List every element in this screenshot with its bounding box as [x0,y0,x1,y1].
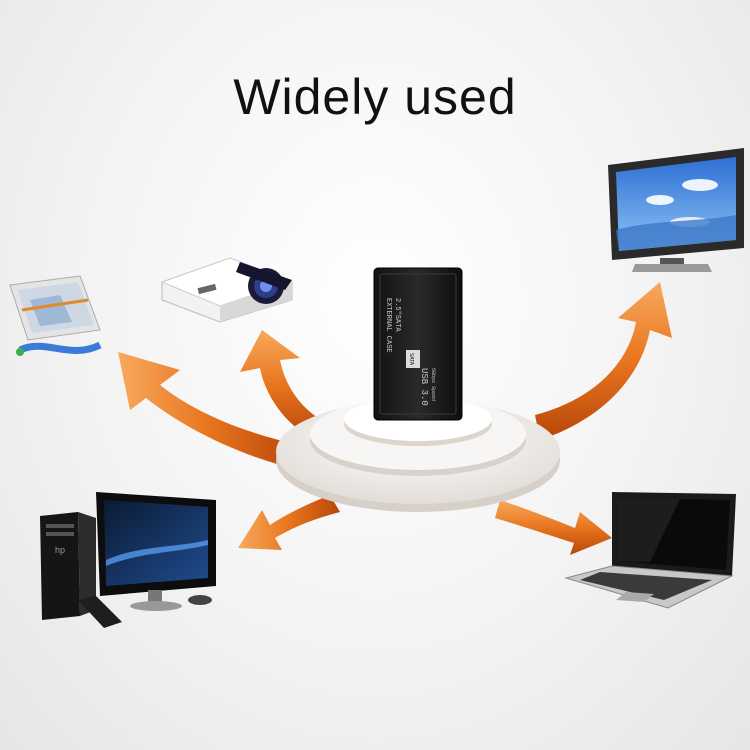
sata-badge-text: SATA [408,353,414,366]
enclosure-label-line2: EXTERNAL CASE [384,298,392,353]
arrow-to-desktop [238,495,340,550]
hdd-enclosure: 2.5"SATA EXTERNAL CASE SATA USB 3.0 5Gbp… [373,267,463,421]
arrow-to-tablet [118,352,300,470]
page-title: Widely used [233,69,517,125]
enclosure-label-line1: 2.5"SATA [393,298,401,332]
tablet-gps-icon [9,275,102,356]
pc-brand: hp [55,545,65,555]
tv-monitor-icon [608,148,744,272]
arrow-to-tv [535,282,672,440]
desktop-pc-icon: hp [40,492,216,628]
speed-label: 5Gbps Speed [430,368,436,401]
usb-label: USB 3.0 [419,368,429,406]
arrow-to-projector [240,330,330,440]
laptop-icon [564,492,736,609]
sata-badge: SATA [406,350,420,368]
projector-icon [160,257,294,323]
arrow-to-laptop [495,500,612,555]
